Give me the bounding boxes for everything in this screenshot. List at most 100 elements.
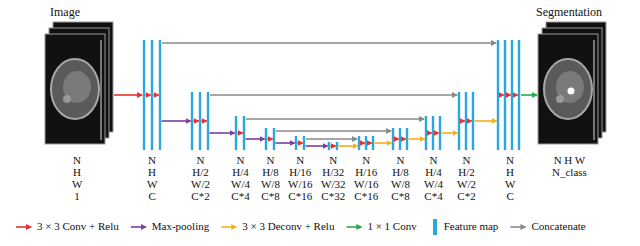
conv-arrow	[514, 94, 518, 96]
legend-text: Feature map	[444, 220, 499, 232]
skip-connection	[210, 94, 457, 96]
legend-text: Concatenate	[531, 220, 585, 232]
feature-map	[406, 128, 408, 150]
feature-map	[518, 40, 520, 150]
tensor-shape: N H/32 W/32 C*32	[321, 154, 345, 202]
tensor-shape: N H W C	[505, 154, 515, 202]
tensor-shape: N H/4 W/4 C*4	[231, 154, 250, 202]
skip-connection	[162, 42, 496, 44]
conv-arrow	[507, 94, 511, 96]
legend-text: 3 × 3 Deconv + Relu	[242, 220, 334, 232]
ct-table	[594, 40, 595, 140]
conv-arrow	[500, 94, 504, 96]
feature-map	[425, 116, 427, 150]
pool-arrow	[246, 138, 265, 140]
conv1x1-arrow	[521, 94, 537, 96]
feature-map	[372, 136, 374, 150]
conv-arrow	[268, 138, 273, 140]
feature-map	[159, 40, 161, 150]
feature-map-swatch	[433, 219, 437, 235]
tensor-shape: N H W 1	[72, 154, 82, 202]
feature-map	[399, 128, 401, 150]
feature-map	[265, 128, 267, 150]
conv-arrow	[298, 142, 303, 144]
pool-arrow	[210, 132, 235, 134]
pool-arrow	[306, 145, 328, 147]
conv-arrow	[114, 94, 142, 96]
feature-map	[336, 142, 338, 150]
conv-arrow	[202, 120, 207, 122]
feature-map	[392, 128, 394, 150]
ct-organ	[63, 71, 91, 103]
ct-table	[101, 40, 102, 140]
feature-map	[511, 40, 513, 150]
tensor-shape: N H/4 W/4 C*4	[424, 154, 443, 202]
feature-map	[295, 136, 297, 150]
feature-map	[432, 116, 434, 150]
legend-text: Max-pooling	[152, 220, 209, 232]
feature-map	[358, 136, 360, 150]
feature-map	[303, 136, 305, 150]
deconv-arrow	[409, 138, 425, 140]
tensor-shape: N H W C	[147, 154, 157, 202]
conv-arrow	[395, 138, 399, 140]
tensor-shape: N H/8 W/8 C*8	[391, 154, 410, 202]
feature-map	[235, 116, 237, 150]
conv-arrow	[331, 145, 336, 147]
tensor-shape: N H/16 W/16 C*16	[354, 154, 378, 202]
conv-arrow	[435, 132, 439, 134]
tensor-shape: N H/8 W/8 C*8	[261, 154, 280, 202]
ct-organ	[556, 71, 584, 103]
pool-arrow	[162, 120, 191, 122]
conv-arrow	[368, 142, 372, 144]
conv-arrow	[154, 94, 159, 96]
ct-organ	[63, 95, 71, 103]
feature-map	[497, 40, 499, 150]
conv-arrow	[194, 120, 199, 122]
conv-arrow	[146, 94, 151, 96]
feature-map	[207, 92, 209, 150]
feature-map	[151, 40, 153, 150]
panel-title: Segmentation	[536, 5, 602, 19]
skip-connection	[276, 130, 391, 132]
conv-arrow	[238, 132, 243, 134]
feature-map	[199, 92, 201, 150]
panel-title: Image	[50, 5, 80, 19]
legend-text: 3 × 3 Conv + Relu	[37, 220, 119, 232]
feature-map	[328, 142, 330, 150]
pool-arrow	[276, 142, 295, 144]
feature-map	[191, 92, 193, 150]
conv-sample	[16, 226, 31, 228]
conv-arrow	[402, 138, 406, 140]
conv-arrow	[461, 120, 465, 122]
ct-organ	[556, 95, 564, 103]
deconv-arrow	[339, 145, 358, 147]
deconv-arrow	[475, 120, 497, 122]
conv-arrow	[428, 132, 432, 134]
ct-body	[51, 59, 99, 119]
tensor-shape: N H W N_class	[552, 154, 587, 178]
skip-connection	[306, 138, 357, 140]
feature-map	[143, 40, 145, 150]
skip-connection	[246, 118, 424, 120]
feature-map	[458, 92, 460, 150]
feature-map	[472, 92, 474, 150]
deconv-arrow	[442, 132, 458, 134]
tensor-shape: N H/16 W/16 C*16	[288, 154, 312, 202]
tensor-shape: N H/2 W/2 C*2	[191, 154, 210, 202]
feature-map	[243, 116, 245, 150]
pool-sample	[131, 226, 146, 228]
scan-slice	[45, 34, 105, 144]
feature-map	[365, 136, 367, 150]
concat-sample	[510, 226, 525, 228]
feature-map	[504, 40, 506, 150]
legend-text: 1 × 1 Conv	[367, 220, 416, 232]
conv-arrow	[468, 120, 472, 122]
deconv-arrow	[375, 142, 392, 144]
feature-map	[439, 116, 441, 150]
segmentation-mask	[568, 88, 575, 95]
scan-slice	[538, 34, 598, 144]
deconv-sample	[221, 226, 236, 228]
tensor-shape: N H/2 W/2 C*2	[457, 154, 476, 202]
